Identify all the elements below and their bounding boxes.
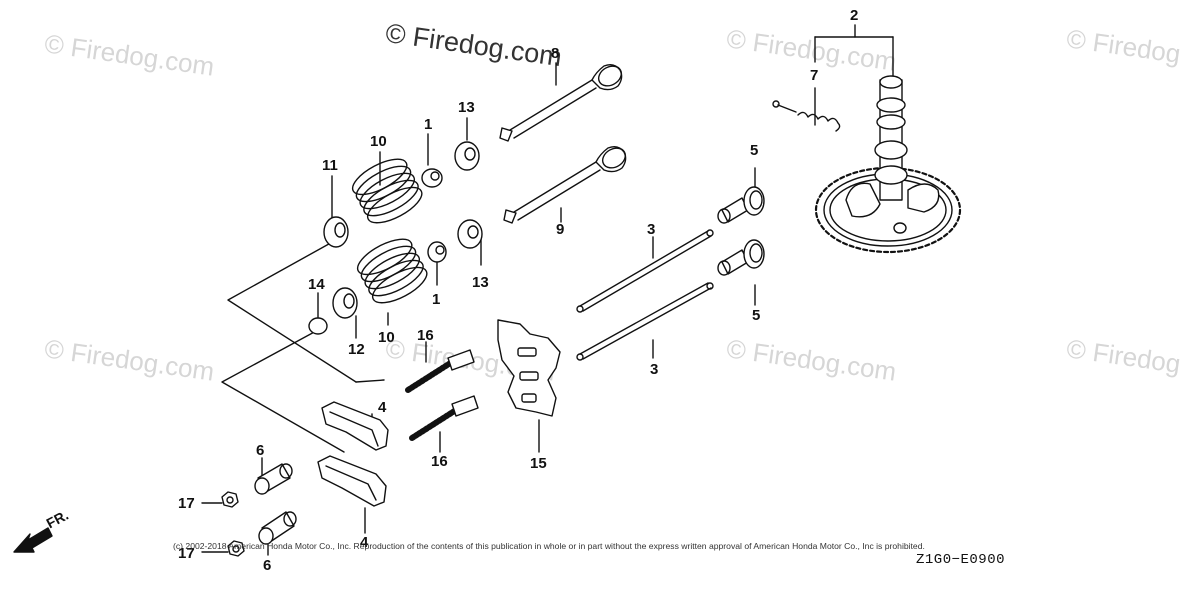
callout-5: 5 — [752, 307, 761, 324]
callout-3: 3 — [647, 221, 656, 238]
rocker-stud-lower — [409, 395, 479, 441]
rocker-collar-lower — [258, 511, 297, 545]
callout-11: 11 — [322, 157, 338, 174]
callout-15: 15 — [530, 455, 547, 472]
callout-3: 3 — [650, 361, 659, 378]
valve-guide-lower — [457, 219, 483, 249]
lock-nut-upper — [221, 491, 239, 508]
diagram-code: Z1G0−E0900 — [916, 552, 1006, 568]
stem-seal-upper — [421, 168, 443, 188]
callout-1: 1 — [424, 116, 433, 133]
valve-spring-upper — [351, 158, 423, 224]
callout-4: 4 — [360, 534, 369, 551]
push-rod-guide-plate — [497, 319, 561, 417]
valve-lower — [503, 145, 627, 224]
callout-4: 4 — [378, 399, 387, 416]
valve-cap — [308, 317, 328, 335]
copyright-notice: (c) 2002-2018 American Honda Motor Co., … — [173, 541, 925, 551]
rocker-arm-upper — [321, 401, 389, 451]
callout-7: 7 — [810, 67, 819, 84]
callout-17: 17 — [178, 545, 195, 562]
callout-5: 5 — [750, 142, 759, 159]
decompressor-spring — [772, 100, 841, 132]
spring-retainer-rotator — [332, 287, 358, 319]
valve-upper — [499, 63, 623, 142]
callout-12: 12 — [348, 341, 365, 358]
front-direction-arrow-icon — [13, 527, 53, 553]
rocker-stud-upper — [405, 349, 475, 393]
callout-1: 1 — [432, 291, 441, 308]
push-rod-lower — [576, 282, 714, 361]
callout-10: 10 — [378, 329, 395, 346]
callout-13: 13 — [472, 274, 489, 291]
spring-retainer — [323, 216, 349, 248]
valve-guide-upper — [454, 141, 480, 171]
callout-16: 16 — [431, 453, 448, 470]
camshaft-assembly — [814, 75, 962, 254]
callout-2: 2 — [850, 7, 859, 24]
tappet-lower — [717, 239, 765, 276]
leader-lines — [201, 24, 894, 556]
stem-seal-lower — [427, 241, 447, 263]
push-rod-upper — [576, 229, 714, 313]
callout-6: 6 — [256, 442, 265, 459]
tappet-upper — [717, 186, 765, 224]
rocker-collar-upper — [254, 463, 293, 495]
lock-nut-lower — [227, 540, 245, 557]
callout-8: 8 — [551, 45, 560, 62]
callout-16: 16 — [417, 327, 434, 344]
valve-spring-lower — [356, 238, 428, 304]
callout-13: 13 — [458, 99, 475, 116]
callout-9: 9 — [556, 221, 565, 238]
callout-6: 6 — [263, 557, 272, 574]
rocker-arm-lower — [317, 455, 387, 507]
callout-14: 14 — [308, 276, 325, 293]
callout-17: 17 — [178, 495, 195, 512]
callout-10: 10 — [370, 133, 387, 150]
